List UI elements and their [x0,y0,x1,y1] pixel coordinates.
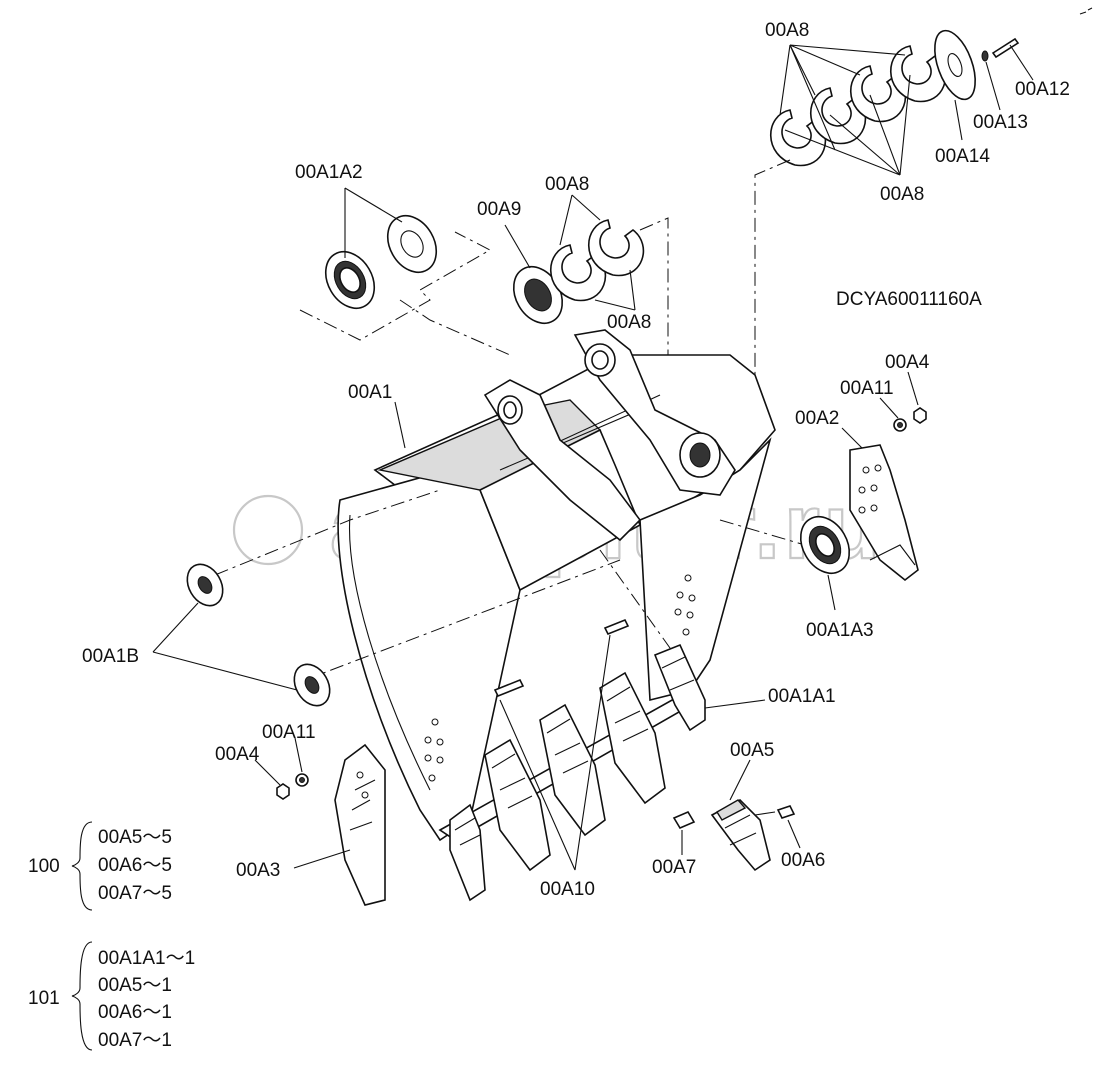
kit-item: 00A5～1 [98,975,172,996]
tooth-3 [539,703,606,837]
label-a8-right: 00A8 [880,184,924,205]
kit-number: 100 [28,856,60,877]
kit-item: 00A7～5 [98,883,172,904]
retainer-a6 [776,805,796,819]
label-a1a3: 00A1A3 [806,620,874,641]
side-cutter-right [841,371,927,582]
pin-a10-right [603,618,630,636]
tooth-1 [449,803,486,902]
pin-a10-left [493,678,525,698]
label-a14: 00A14 [935,146,990,167]
kit-100: 100 00A5～5 00A6～5 00A7～5 [28,827,172,904]
bucket-teeth [449,618,706,902]
kit-item: 00A1A1～1 [98,948,195,969]
shim-stack-top [754,29,1034,480]
corner-mark [1079,7,1093,15]
tooth-adapter [653,643,706,732]
pin-a7 [672,810,696,830]
label-a1b: 00A1B [82,646,139,667]
label-a10: 00A10 [540,879,595,900]
label-a11-left: 00A11 [262,722,316,743]
label-a11-right: 00A11 [840,378,894,399]
label-a8-mid2: 00A8 [607,312,651,333]
seal-a1a3 [799,515,851,611]
tooth-2 [484,738,551,872]
label-a6: 00A6 [781,850,825,871]
label-a4-left: 00A4 [215,744,260,765]
label-a13: 00A13 [973,112,1028,133]
kit-101: 101 00A1A1～1 00A5～1 00A6～1 00A7～1 [28,948,195,1051]
kit-item: 00A5～5 [98,827,172,848]
bushing-a1b [152,563,331,707]
label-a3: 00A3 [236,860,280,881]
label-a12: 00A12 [1015,79,1070,100]
label-a8-top: 00A8 [765,20,809,41]
spare-tooth [672,699,801,872]
label-a8-mid: 00A8 [545,174,589,195]
label-a1a1: 00A1A1 [768,686,836,707]
label-a9: 00A9 [477,199,521,220]
part-labels: 00A8 00A12 00A13 00A14 00A8 00A1A2 00A9 … [82,20,1070,900]
label-a2: 00A2 [795,408,839,429]
kit-item: 00A7～1 [98,1030,172,1051]
label-a4-right: 00A4 [885,352,930,373]
kit-item: 00A6～5 [98,855,172,876]
tooth-4 [599,671,666,805]
label-a5: 00A5 [730,740,774,761]
seal-group-mid [299,187,669,480]
kit-braces [71,821,93,1051]
drawing-code: DCYA60011160A [836,289,982,310]
kit-item: 00A6～1 [98,1002,172,1023]
label-a1: 00A1 [348,382,392,403]
label-a7: 00A7 [652,857,696,878]
side-cutter-left [254,737,386,906]
label-a1a2: 00A1A2 [295,162,363,183]
kit-number: 101 [28,988,60,1009]
